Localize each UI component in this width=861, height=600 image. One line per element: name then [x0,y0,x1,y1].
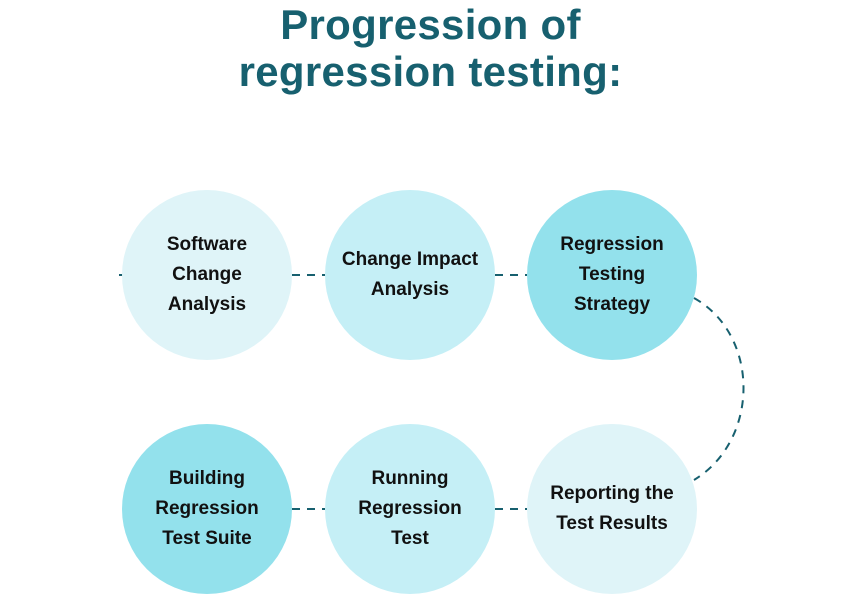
step-label: Running Regression Test [358,468,462,549]
step-reporting-the-test-results: Reporting the Test Results [527,424,697,594]
step-change-impact-analysis: Change Impact Analysis [325,190,495,360]
step-label: Change Impact Analysis [341,249,479,300]
step-software-change-analysis: Software Change Analysis [122,190,292,360]
step-regression-testing-strategy: Regression Testing Strategy [527,190,697,360]
title-line-2: regression testing: [238,48,623,95]
step-label: Regression Testing Strategy [560,234,664,315]
step-label: Building Regression Test Suite [155,468,259,549]
step-running-regression-test: Running Regression Test [325,424,495,594]
step-label: Software Change Analysis [166,234,248,315]
step-label: Reporting the Test Results [550,483,674,534]
title-line-1: Progression of [280,1,581,48]
connector-3-6 [693,297,745,481]
step-building-regression-test-suite: Building Regression Test Suite [122,424,292,594]
